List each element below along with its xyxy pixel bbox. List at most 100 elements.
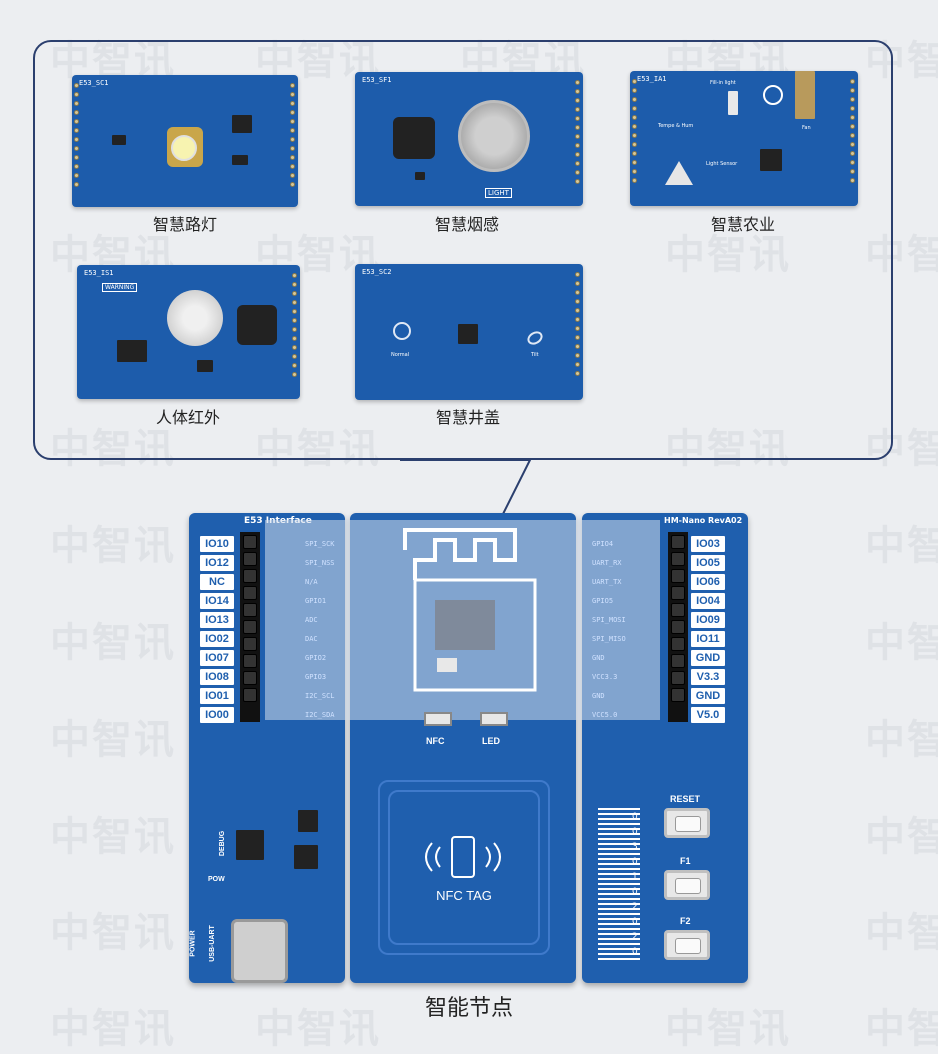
pir-sensor <box>167 290 223 346</box>
nfc-tag-label: NFC TAG <box>436 888 492 903</box>
nfc-indicator-led <box>424 712 452 726</box>
module-code: E53_SC1 <box>79 79 109 87</box>
signal-label: GPIO5 <box>592 597 614 605</box>
module-agriculture: E53_IA1 Fill-in light Tempe & Hum Light … <box>630 71 858 206</box>
signal-label: VCC3.3 <box>592 673 618 681</box>
pin-label: IO13 <box>200 612 234 628</box>
f2-label: F2 <box>680 916 691 926</box>
normal-icon <box>393 322 411 340</box>
fill-in-led <box>728 91 738 115</box>
signal-label: N/A <box>305 578 318 586</box>
ic-chip <box>232 155 248 165</box>
module-code: E53_IS1 <box>84 269 114 277</box>
pin-label: IO14 <box>200 593 234 609</box>
led-label: LED <box>482 736 500 746</box>
signal-label: GND <box>592 692 605 700</box>
pin-label: GND <box>691 688 725 704</box>
usb-uart-chip <box>236 830 264 860</box>
signal-label: SPI_MOSI <box>592 616 626 624</box>
signal-label: GPIO3 <box>305 673 327 681</box>
normal-label: Normal <box>391 352 410 358</box>
buzzer <box>393 117 435 159</box>
pin-label: IO01 <box>200 688 234 704</box>
barcode <box>598 808 640 960</box>
right-pin-header <box>668 532 688 722</box>
signal-label: GPIO1 <box>305 597 327 605</box>
signal-label: GND <box>592 654 605 662</box>
pin-label: NC <box>200 574 234 590</box>
module-caption: 智慧路灯 <box>152 215 217 234</box>
pin-row-right <box>575 272 581 392</box>
relay-chip <box>760 149 782 171</box>
pin-row-right <box>290 83 296 199</box>
buzzer <box>237 305 277 345</box>
f2-button[interactable] <box>664 930 710 960</box>
inductor <box>232 115 252 133</box>
pin-label: IO10 <box>200 536 234 552</box>
ic-chip <box>117 340 147 362</box>
signal-label: SPI_NSS <box>305 559 335 567</box>
tempe-hum-label: Tempe & Hum <box>658 123 694 129</box>
module-caption: 智慧烟感 <box>434 215 499 234</box>
board-caption: 智能节点 <box>424 996 513 1021</box>
pin-row-right <box>292 273 298 391</box>
nfc-phone-icon <box>425 836 501 878</box>
light-label: LIGHT <box>485 188 512 198</box>
signal-label: GPIO2 <box>305 654 327 662</box>
left-pin-header <box>240 532 260 722</box>
pin-row-left <box>74 83 80 199</box>
pin-label: IO00 <box>200 707 234 723</box>
tilt-icon <box>525 328 545 348</box>
module-caption: 智慧农业 <box>710 215 775 234</box>
pin-label: IO12 <box>200 555 234 571</box>
led-bulb <box>171 135 197 161</box>
pin-row-right <box>850 79 856 198</box>
power-chip <box>298 810 318 832</box>
pin-label: V5.0 <box>691 707 725 723</box>
fan-motor <box>795 71 815 119</box>
pin-row-right <box>575 80 581 198</box>
reset-button[interactable] <box>664 808 710 838</box>
warning-label: WARNING <box>102 283 138 292</box>
pin-label: IO06 <box>691 574 725 590</box>
right-header-title: HM-Nano RevA02 <box>664 516 743 525</box>
module-caption: 人体红外 <box>155 408 220 427</box>
module-caption: 智慧井盖 <box>435 408 500 427</box>
ic-chip <box>197 360 213 372</box>
pin-label: IO11 <box>691 631 725 647</box>
debug-label: DEBUG <box>219 830 227 857</box>
pin-label: V3.3 <box>691 669 725 685</box>
fan-icon <box>763 85 783 105</box>
f1-label: F1 <box>680 856 691 866</box>
f1-button[interactable] <box>664 870 710 900</box>
signal-label: SPI_SCK <box>305 540 335 548</box>
module-code: E53_SC2 <box>362 268 392 276</box>
module-manhole-cover: E53_SC2 Normal Tilt <box>355 264 583 400</box>
pin-row-left <box>632 79 638 198</box>
transistor <box>415 172 425 180</box>
pin-label: GND <box>691 650 725 666</box>
signal-label: I2C_SDA <box>305 711 335 719</box>
module-street-light: E53_SC1 <box>72 75 298 207</box>
module-human-infrared: E53_IS1 WARNING <box>77 265 300 399</box>
pin-label: IO02 <box>200 631 234 647</box>
status-indicator-led <box>480 712 508 726</box>
accelerometer-chip <box>458 324 478 344</box>
usb-uart-label: USB-UART <box>208 925 216 962</box>
signal-label: UART_TX <box>592 578 622 586</box>
signal-label: ADC <box>305 616 318 624</box>
usb-c-port[interactable] <box>231 919 288 983</box>
pin-label: IO07 <box>200 650 234 666</box>
wifi-module-overlay <box>265 520 660 720</box>
module-smoke-sensor: E53_SF1 LIGHT <box>355 72 583 206</box>
fan-label: Fan <box>802 125 811 131</box>
nfc-coil-inner <box>388 790 540 945</box>
pin-label: IO04 <box>691 593 725 609</box>
wifi-antenna-icon <box>403 528 537 692</box>
fill-in-light-label: Fill-in light <box>710 80 736 86</box>
signal-label: GPIO4 <box>592 540 614 548</box>
reset-label: RESET <box>670 794 701 804</box>
pow-label: POW <box>208 876 225 883</box>
pin-label: IO05 <box>691 555 725 571</box>
